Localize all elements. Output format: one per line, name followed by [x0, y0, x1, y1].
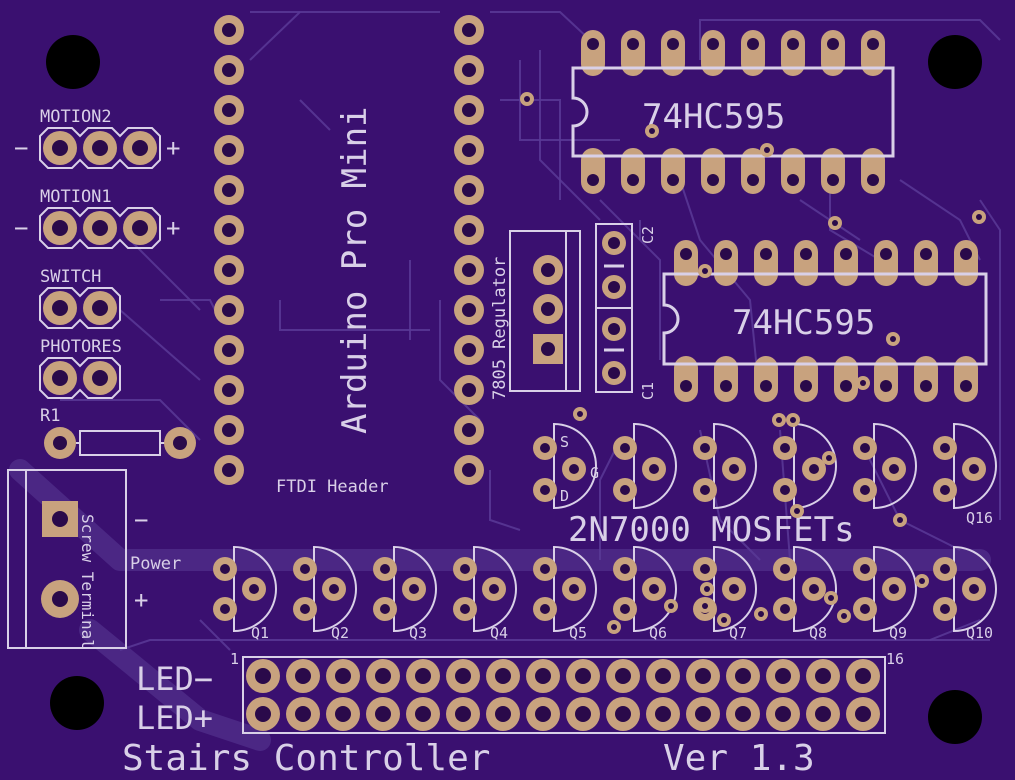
- mounting-hole-bottom-right: [928, 690, 982, 744]
- ic-bottom-label: 74HC595: [732, 303, 875, 343]
- switch-pin: [43, 291, 77, 325]
- motion2-pin: [123, 131, 157, 165]
- q-label: Q6: [649, 624, 667, 642]
- motion1-label: MOTION1: [40, 187, 112, 207]
- motion1-minus-label: −: [14, 214, 28, 242]
- motion2-minus-label: −: [14, 134, 28, 162]
- q-label: Q2: [331, 624, 349, 642]
- mosfet-s-label: S: [560, 433, 569, 451]
- vias: [520, 92, 986, 634]
- switch-pin: [83, 291, 117, 325]
- mounting-hole-bottom-left: [50, 676, 104, 730]
- mosfet: Q10: [933, 545, 997, 642]
- motion2-label: MOTION2: [40, 107, 112, 127]
- motion1-plus-label: +: [166, 214, 180, 242]
- regulator-label: 7805 Regulator: [490, 257, 510, 400]
- ic-top-label: 74HC595: [642, 97, 785, 137]
- motion1-pin: [83, 211, 117, 245]
- board-title: Stairs Controller: [122, 738, 490, 779]
- photores-pin: [83, 361, 117, 395]
- mosfet: [613, 422, 677, 510]
- q16-label: Q16: [966, 509, 993, 527]
- mosfet: Q5: [533, 545, 597, 642]
- mosfet: Q9: [853, 545, 917, 642]
- arduino-pro-mini: Arduino Pro Mini FTDI Header: [214, 15, 484, 497]
- mosfets-label: 2N7000 MOSFETs: [568, 510, 855, 550]
- motion2-pin: [43, 131, 77, 165]
- mounting-hole-top-left: [46, 35, 100, 89]
- arduino-left-header: [214, 15, 244, 485]
- ic-74hc595-bottom: 74HC595: [662, 240, 988, 402]
- screw-terminal: Screw Terminal − + Power: [7, 469, 181, 649]
- mosfet-top-row: S G D: [533, 422, 997, 527]
- led-minus-label: LED−: [136, 660, 213, 698]
- traces: [9, 11, 1001, 751]
- c2-label: C2: [639, 226, 657, 244]
- mosfet: Q3: [373, 545, 437, 642]
- motion2-plus-label: +: [166, 134, 180, 162]
- power-label: Power: [130, 554, 181, 574]
- led-plus-label: LED+: [136, 699, 213, 737]
- regulator-7805: 7805 Regulator: [490, 230, 581, 400]
- mosfet: Q1: [213, 545, 277, 642]
- mosfet: Q2: [293, 545, 357, 642]
- mosfet-g-label: G: [590, 464, 599, 482]
- led-minus-pins: [246, 659, 880, 693]
- photores-pin: [43, 361, 77, 395]
- switch-connector: SWITCH: [39, 267, 121, 329]
- mosfet: Q6: [613, 545, 677, 642]
- led-plus-pins: [246, 697, 880, 731]
- mounting-holes: [46, 35, 982, 744]
- capacitors: C2 C1: [595, 223, 657, 400]
- mosfet: S G D: [533, 422, 599, 510]
- motion2-pin: [83, 131, 117, 165]
- q-label: Q1: [251, 624, 269, 642]
- ftdi-label: FTDI Header: [276, 477, 389, 497]
- mosfet: [933, 422, 997, 510]
- q-label: Q10: [966, 624, 993, 642]
- photores-connector: PHOTORES: [39, 337, 122, 399]
- mosfet: [693, 422, 757, 510]
- terminal-minus-label: −: [134, 506, 148, 534]
- motion1-pin: [123, 211, 157, 245]
- q-label: Q7: [729, 624, 747, 642]
- q-label: Q5: [569, 624, 587, 642]
- screw-terminal-label: Screw Terminal: [78, 514, 97, 649]
- q-label: Q9: [889, 624, 907, 642]
- mosfet: [853, 422, 917, 510]
- mosfet: Q4: [453, 545, 517, 642]
- q-label: Q3: [409, 624, 427, 642]
- mosfet: [773, 422, 837, 510]
- motion1-pin: [43, 211, 77, 245]
- switch-label: SWITCH: [40, 267, 101, 287]
- r1-label: R1: [40, 406, 60, 426]
- board-version: Ver 1.3: [663, 738, 815, 779]
- photores-label: PHOTORES: [40, 337, 122, 357]
- mosfet-d-label: D: [560, 487, 569, 505]
- motion2-connector: MOTION2 − +: [14, 107, 180, 169]
- c1-label: C1: [639, 382, 657, 400]
- arduino-right-header: [454, 15, 484, 485]
- mosfet: Q8: [773, 545, 837, 642]
- ic-74hc595-top: 74HC595: [571, 30, 895, 194]
- header-first-label: 1: [230, 650, 239, 668]
- motion1-connector: MOTION1 − +: [14, 187, 180, 249]
- mounting-hole-top-right: [928, 35, 982, 89]
- led-header: LED− LED+ 1 16: [136, 650, 904, 737]
- q-label: Q8: [809, 624, 827, 642]
- terminal-plus-label: +: [134, 586, 148, 614]
- arduino-label: Arduino Pro Mini: [335, 106, 375, 434]
- header-last-label: 16: [886, 650, 904, 668]
- q-label: Q4: [490, 624, 508, 642]
- r1-resistor: R1: [40, 406, 196, 459]
